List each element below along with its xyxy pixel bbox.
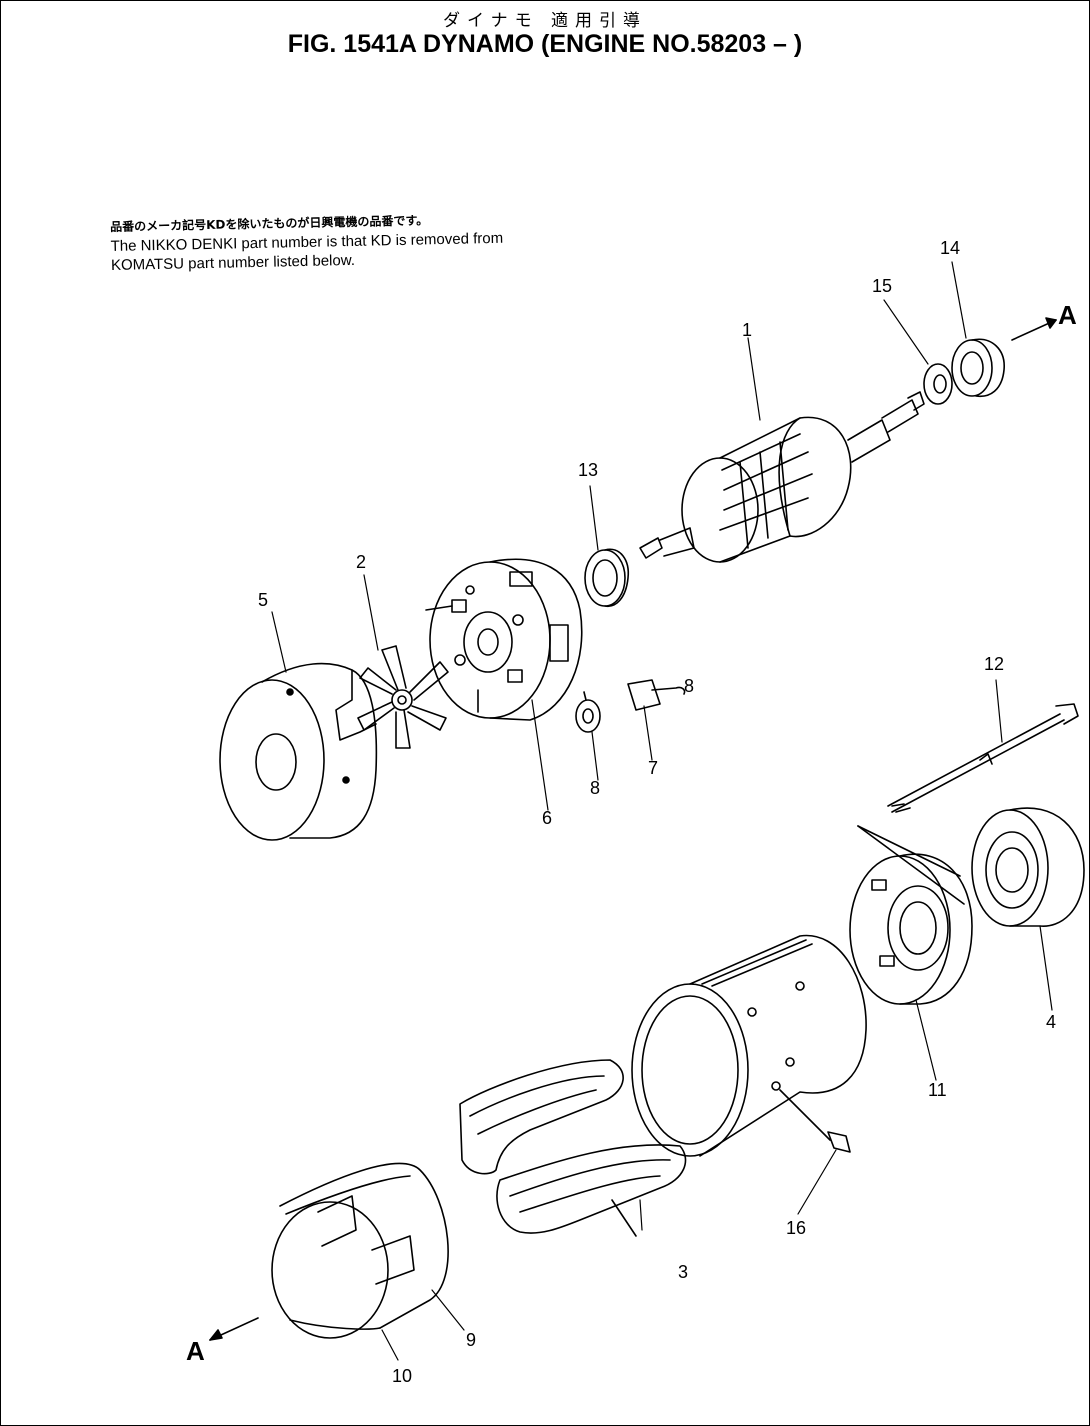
arrow-a-top xyxy=(1011,317,1057,341)
part-15-washer xyxy=(923,363,953,405)
callout-2: 2 xyxy=(356,552,367,572)
part-5-front-cover xyxy=(219,662,378,841)
callout-16: 16 xyxy=(786,1218,807,1238)
callout-11: 11 xyxy=(928,1080,947,1100)
part-14-bearing xyxy=(951,338,1005,398)
part-16-screw xyxy=(779,1089,851,1153)
japanese-title: ダイナモ 適用引導 xyxy=(442,11,648,31)
part-12-through-bolt xyxy=(887,703,1079,813)
part-8-nut xyxy=(575,691,601,733)
callout-8-nut: 8 xyxy=(590,778,601,798)
part-2-fan xyxy=(357,645,449,749)
part-11-end-frame xyxy=(849,853,973,1005)
callout-12: 12 xyxy=(984,654,1005,674)
bolt-leader-lines xyxy=(857,825,965,905)
figure-title: FIG. 1541A DYNAMO (ENGINE NO.58203 – ) xyxy=(287,30,803,58)
callout-7: 7 xyxy=(648,758,659,778)
callout-6: 6 xyxy=(542,808,553,828)
part-7-brush xyxy=(627,679,686,711)
callout-a-bottom: A xyxy=(186,1336,205,1366)
callout-8-brush-lead: 8 xyxy=(684,676,695,696)
callout-1: 1 xyxy=(742,320,753,340)
callout-14: 14 xyxy=(940,238,961,258)
part-4-rear-cover xyxy=(971,807,1085,927)
part-13-bearing xyxy=(584,548,630,607)
part-3-field-coils xyxy=(459,1059,687,1237)
yoke-housing xyxy=(631,934,867,1157)
callout-15: 15 xyxy=(872,276,893,296)
arrow-a-bottom xyxy=(209,1317,259,1341)
callout-10: 10 xyxy=(392,1366,413,1386)
callout-a-top: A xyxy=(1058,300,1077,330)
callout-9: 9 xyxy=(466,1330,477,1350)
parts-9-10-cover-bands xyxy=(271,1162,449,1339)
callout-5: 5 xyxy=(258,590,269,610)
callout-3: 3 xyxy=(678,1262,689,1282)
part-1-armature xyxy=(639,391,925,563)
part-6-end-frame xyxy=(425,558,583,721)
callout-13: 13 xyxy=(578,460,599,480)
callout-4: 4 xyxy=(1046,1012,1057,1032)
callout-leaders xyxy=(271,261,1053,1361)
